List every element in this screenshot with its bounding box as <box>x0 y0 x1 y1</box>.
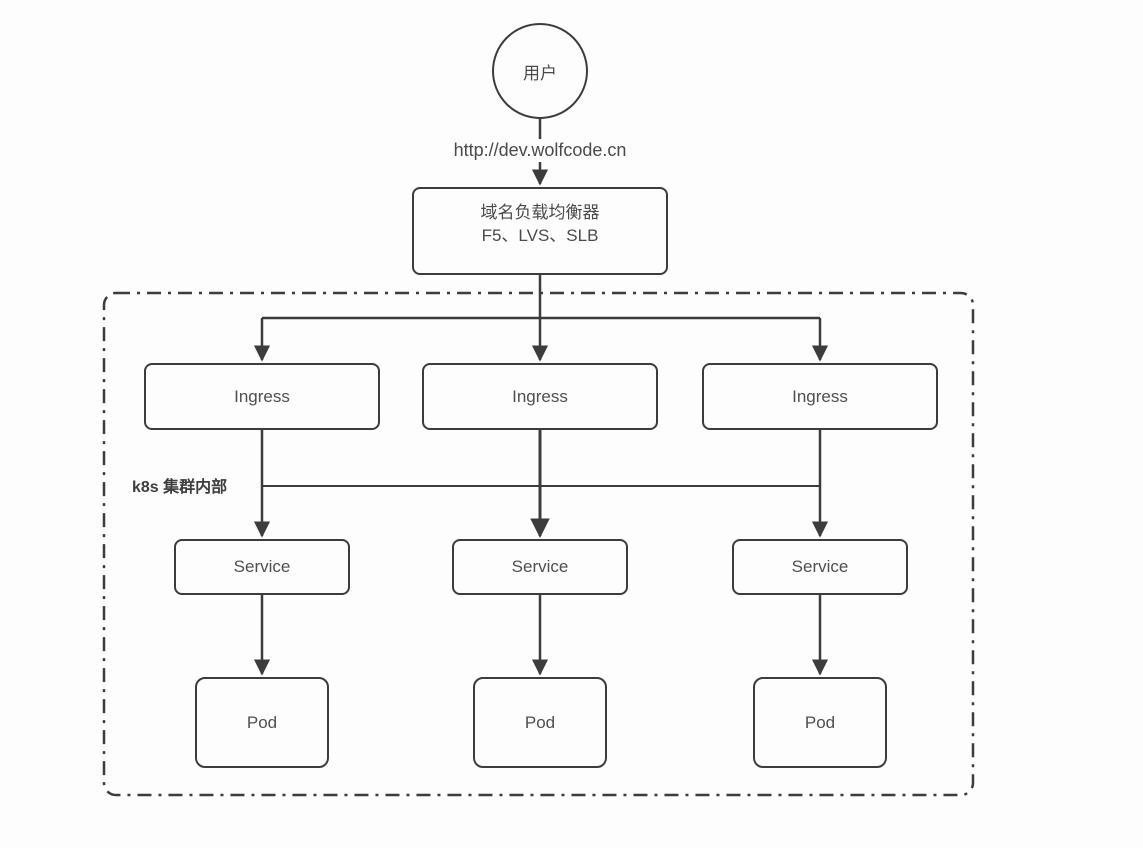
cluster-label: k8s 集群内部 <box>132 473 232 497</box>
ingress-node-2: Ingress <box>422 363 658 430</box>
user-node-label: 用户 <box>523 63 557 83</box>
ingress-node-3: Ingress <box>702 363 938 430</box>
pod-node-2: Pod <box>473 677 607 768</box>
service-node-3-label: Service <box>791 557 849 576</box>
load-balancer-title: 域名负载均衡器 <box>480 203 600 222</box>
ingress-node-2-label: Ingress <box>512 386 568 406</box>
service-node-1-label: Service <box>233 557 291 576</box>
ingress-node-1-label: Ingress <box>234 386 290 406</box>
user-node: 用户 <box>492 23 588 119</box>
pod-node-3: Pod <box>753 677 887 768</box>
service-node-1: Service <box>174 539 350 595</box>
request-url-label: http://dev.wolfcode.cn <box>448 139 632 162</box>
pod-node-3-label: Pod <box>804 712 836 732</box>
service-node-3: Service <box>732 539 908 595</box>
load-balancer-node: 域名负载均衡器 F5、LVS、SLB <box>412 187 668 275</box>
ingress-node-3-label: Ingress <box>792 386 848 406</box>
service-node-2: Service <box>452 539 628 595</box>
service-node-2-label: Service <box>511 557 569 576</box>
ingress-node-1: Ingress <box>144 363 380 430</box>
pod-node-1: Pod <box>195 677 329 768</box>
load-balancer-subtitle: F5、LVS、SLB <box>481 226 599 245</box>
pod-node-1-label: Pod <box>246 712 278 732</box>
pod-node-2-label: Pod <box>524 712 556 732</box>
